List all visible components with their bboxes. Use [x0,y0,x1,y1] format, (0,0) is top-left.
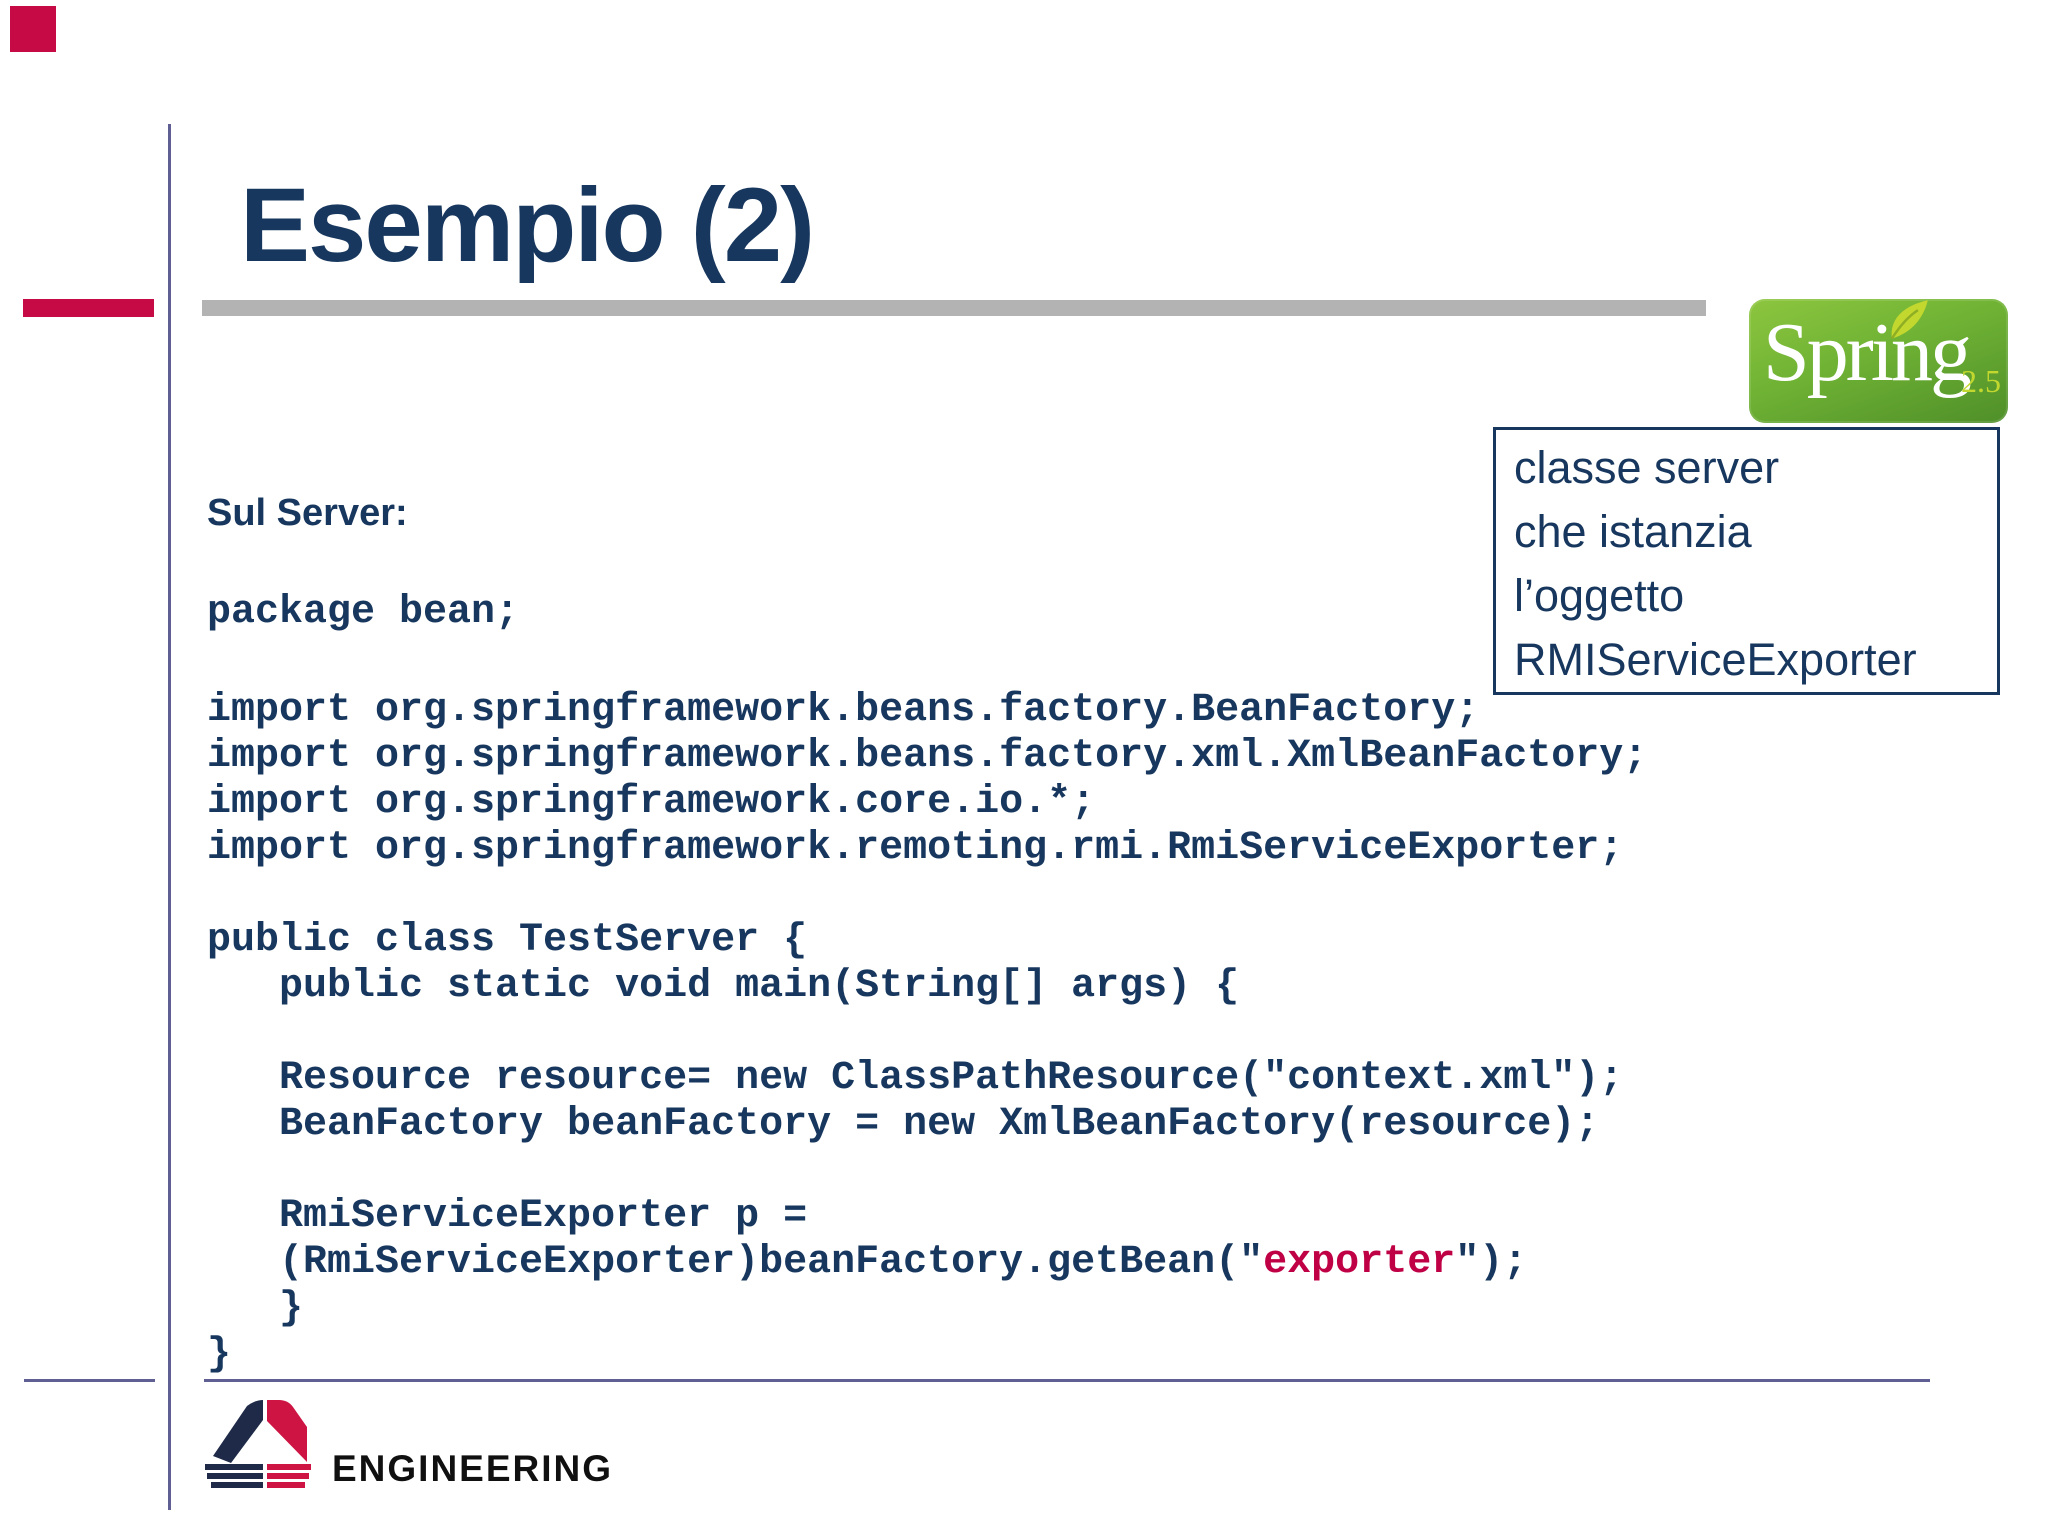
code-line: public class TestServer { [207,918,808,963]
callout-line: che istanzia [1514,506,1752,557]
engineering-logo-label: ENGINEERING [332,1448,614,1489]
code-line: (RmiServiceExporter)beanFactory.getBean(… [207,1240,1528,1285]
spring-version-label: 2.5 [1961,363,2001,399]
title-accent-bar [23,299,154,317]
leaf-icon [1890,300,1928,340]
code-line: Resource resource= new ClassPathResource… [207,1056,1624,1101]
code-line: import org.springframework.beans.factory… [207,734,1648,779]
section-label: Sul Server: [207,492,408,534]
code-line: import org.springframework.beans.factory… [207,688,1480,733]
code-line: BeanFactory beanFactory = new XmlBeanFac… [207,1102,1600,1147]
title-underline-bar [202,300,1706,316]
callout-line: l’oggetto [1514,570,1685,621]
callout-line: RMIServiceExporter [1514,634,1917,685]
highlighted-code-token: exporter [1263,1240,1456,1285]
code-line [207,872,1647,918]
footer-rule-left [24,1379,155,1382]
code-line: } [207,1332,232,1377]
code-line [207,1148,1647,1194]
footer-rule [204,1379,1930,1382]
code-line: import org.springframework.remoting.rmi.… [207,826,1624,871]
spring-logo: Spring 2.5 [1749,299,2008,423]
code-block: import org.springframework.beans.factory… [207,688,1647,1378]
code-line: } [207,1286,304,1331]
code-line [207,1010,1647,1056]
callout-box: classe server che istanzia l’oggetto RMI… [1493,427,2000,695]
left-vertical-rule [168,124,171,1510]
page-title: Esempio (2) [240,167,815,285]
code-line: RmiServiceExporter p = [207,1194,808,1239]
engineering-logo-icon [205,1400,311,1488]
code-line: public static void main(String[] args) { [207,964,1240,1009]
callout-line: classe server [1514,442,1780,493]
code-line: import org.springframework.core.io.*; [207,780,1096,825]
code-package-line: package bean; [207,590,520,635]
corner-accent-square [10,6,56,52]
spring-logo-text: Spring [1763,306,1972,399]
